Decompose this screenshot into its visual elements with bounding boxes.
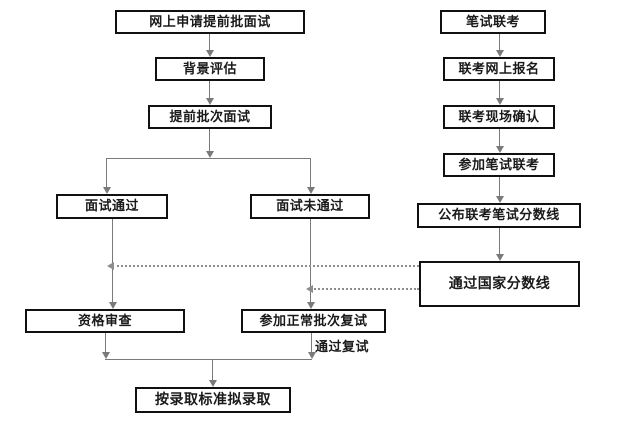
node-publish-score-line[interactable]: 公布联考笔试分数线 bbox=[417, 203, 581, 228]
connector-n10-n11 bbox=[499, 81, 500, 98]
node-exam-onsite-confirmation[interactable]: 联考现场确认 bbox=[443, 105, 555, 129]
connector-n12-n13 bbox=[499, 177, 500, 196]
arrowhead-merge-to-final bbox=[209, 380, 217, 387]
connector-n5-n7 bbox=[310, 219, 311, 302]
connector-merge-bar bbox=[105, 359, 312, 360]
arrowhead-n11-n12 bbox=[496, 146, 504, 153]
connector-split-right bbox=[310, 158, 311, 187]
arrowhead-split-right bbox=[307, 187, 315, 194]
arrowhead-dotted-to-interview-failed bbox=[306, 285, 313, 293]
connector-n9-n10 bbox=[499, 34, 500, 50]
connector-split-left bbox=[106, 158, 107, 187]
node-admit-by-standard[interactable]: 按录取标准拟录取 bbox=[135, 387, 291, 413]
arrowhead-n9-n10 bbox=[496, 50, 504, 57]
node-exam-online-registration[interactable]: 联考网上报名 bbox=[443, 57, 555, 81]
node-take-written-exam[interactable]: 参加笔试联考 bbox=[443, 153, 555, 177]
connector-n1-n2 bbox=[209, 34, 210, 50]
connector-n11-n12 bbox=[499, 129, 500, 146]
arrowhead-n3-split bbox=[206, 151, 214, 158]
arrowhead-dotted-to-interview-passed bbox=[107, 262, 114, 270]
arrowhead-split-left bbox=[103, 187, 111, 194]
node-background-assessment[interactable]: 背景评估 bbox=[155, 57, 265, 81]
node-normal-batch-reexam[interactable]: 参加正常批次复试 bbox=[241, 309, 386, 333]
node-written-exam[interactable]: 笔试联考 bbox=[440, 10, 546, 34]
arrowhead-n5-n7 bbox=[307, 302, 315, 309]
connector-n6-merge bbox=[105, 333, 106, 352]
arrowhead-n13-n14 bbox=[496, 254, 504, 261]
edge-label-pass-reexam: 通过复试 bbox=[315, 340, 370, 355]
connector-n7-merge bbox=[311, 333, 312, 352]
arrowhead-n10-n11 bbox=[496, 98, 504, 105]
arrowhead-n1-n2 bbox=[206, 50, 214, 57]
node-interview-passed[interactable]: 面试通过 bbox=[56, 194, 168, 219]
connector-n3-split-stem bbox=[209, 129, 210, 151]
connector-n13-n14 bbox=[499, 228, 500, 254]
connector-split-bar bbox=[106, 158, 310, 159]
arrowhead-n4-n6 bbox=[109, 302, 117, 309]
connector-merge-to-final bbox=[212, 359, 213, 380]
arrowhead-n7-merge bbox=[308, 352, 316, 359]
node-pass-national-score-line[interactable]: 通过国家分数线 bbox=[419, 261, 580, 307]
arrowhead-n6-merge bbox=[102, 352, 110, 359]
connector-n2-n3 bbox=[209, 81, 210, 98]
node-qualification-review[interactable]: 资格审查 bbox=[25, 309, 185, 333]
node-early-batch-interview[interactable]: 提前批次面试 bbox=[148, 105, 272, 129]
dotted-connector-n14-to-interview-passed bbox=[112, 265, 419, 267]
node-interview-failed[interactable]: 面试未通过 bbox=[250, 194, 370, 219]
connector-n4-n6 bbox=[112, 219, 113, 302]
dotted-connector-n14-to-interview-failed bbox=[311, 288, 419, 290]
arrowhead-n12-n13 bbox=[496, 196, 504, 203]
arrowhead-n2-n3 bbox=[206, 98, 214, 105]
node-online-application[interactable]: 网上申请提前批面试 bbox=[115, 10, 305, 34]
